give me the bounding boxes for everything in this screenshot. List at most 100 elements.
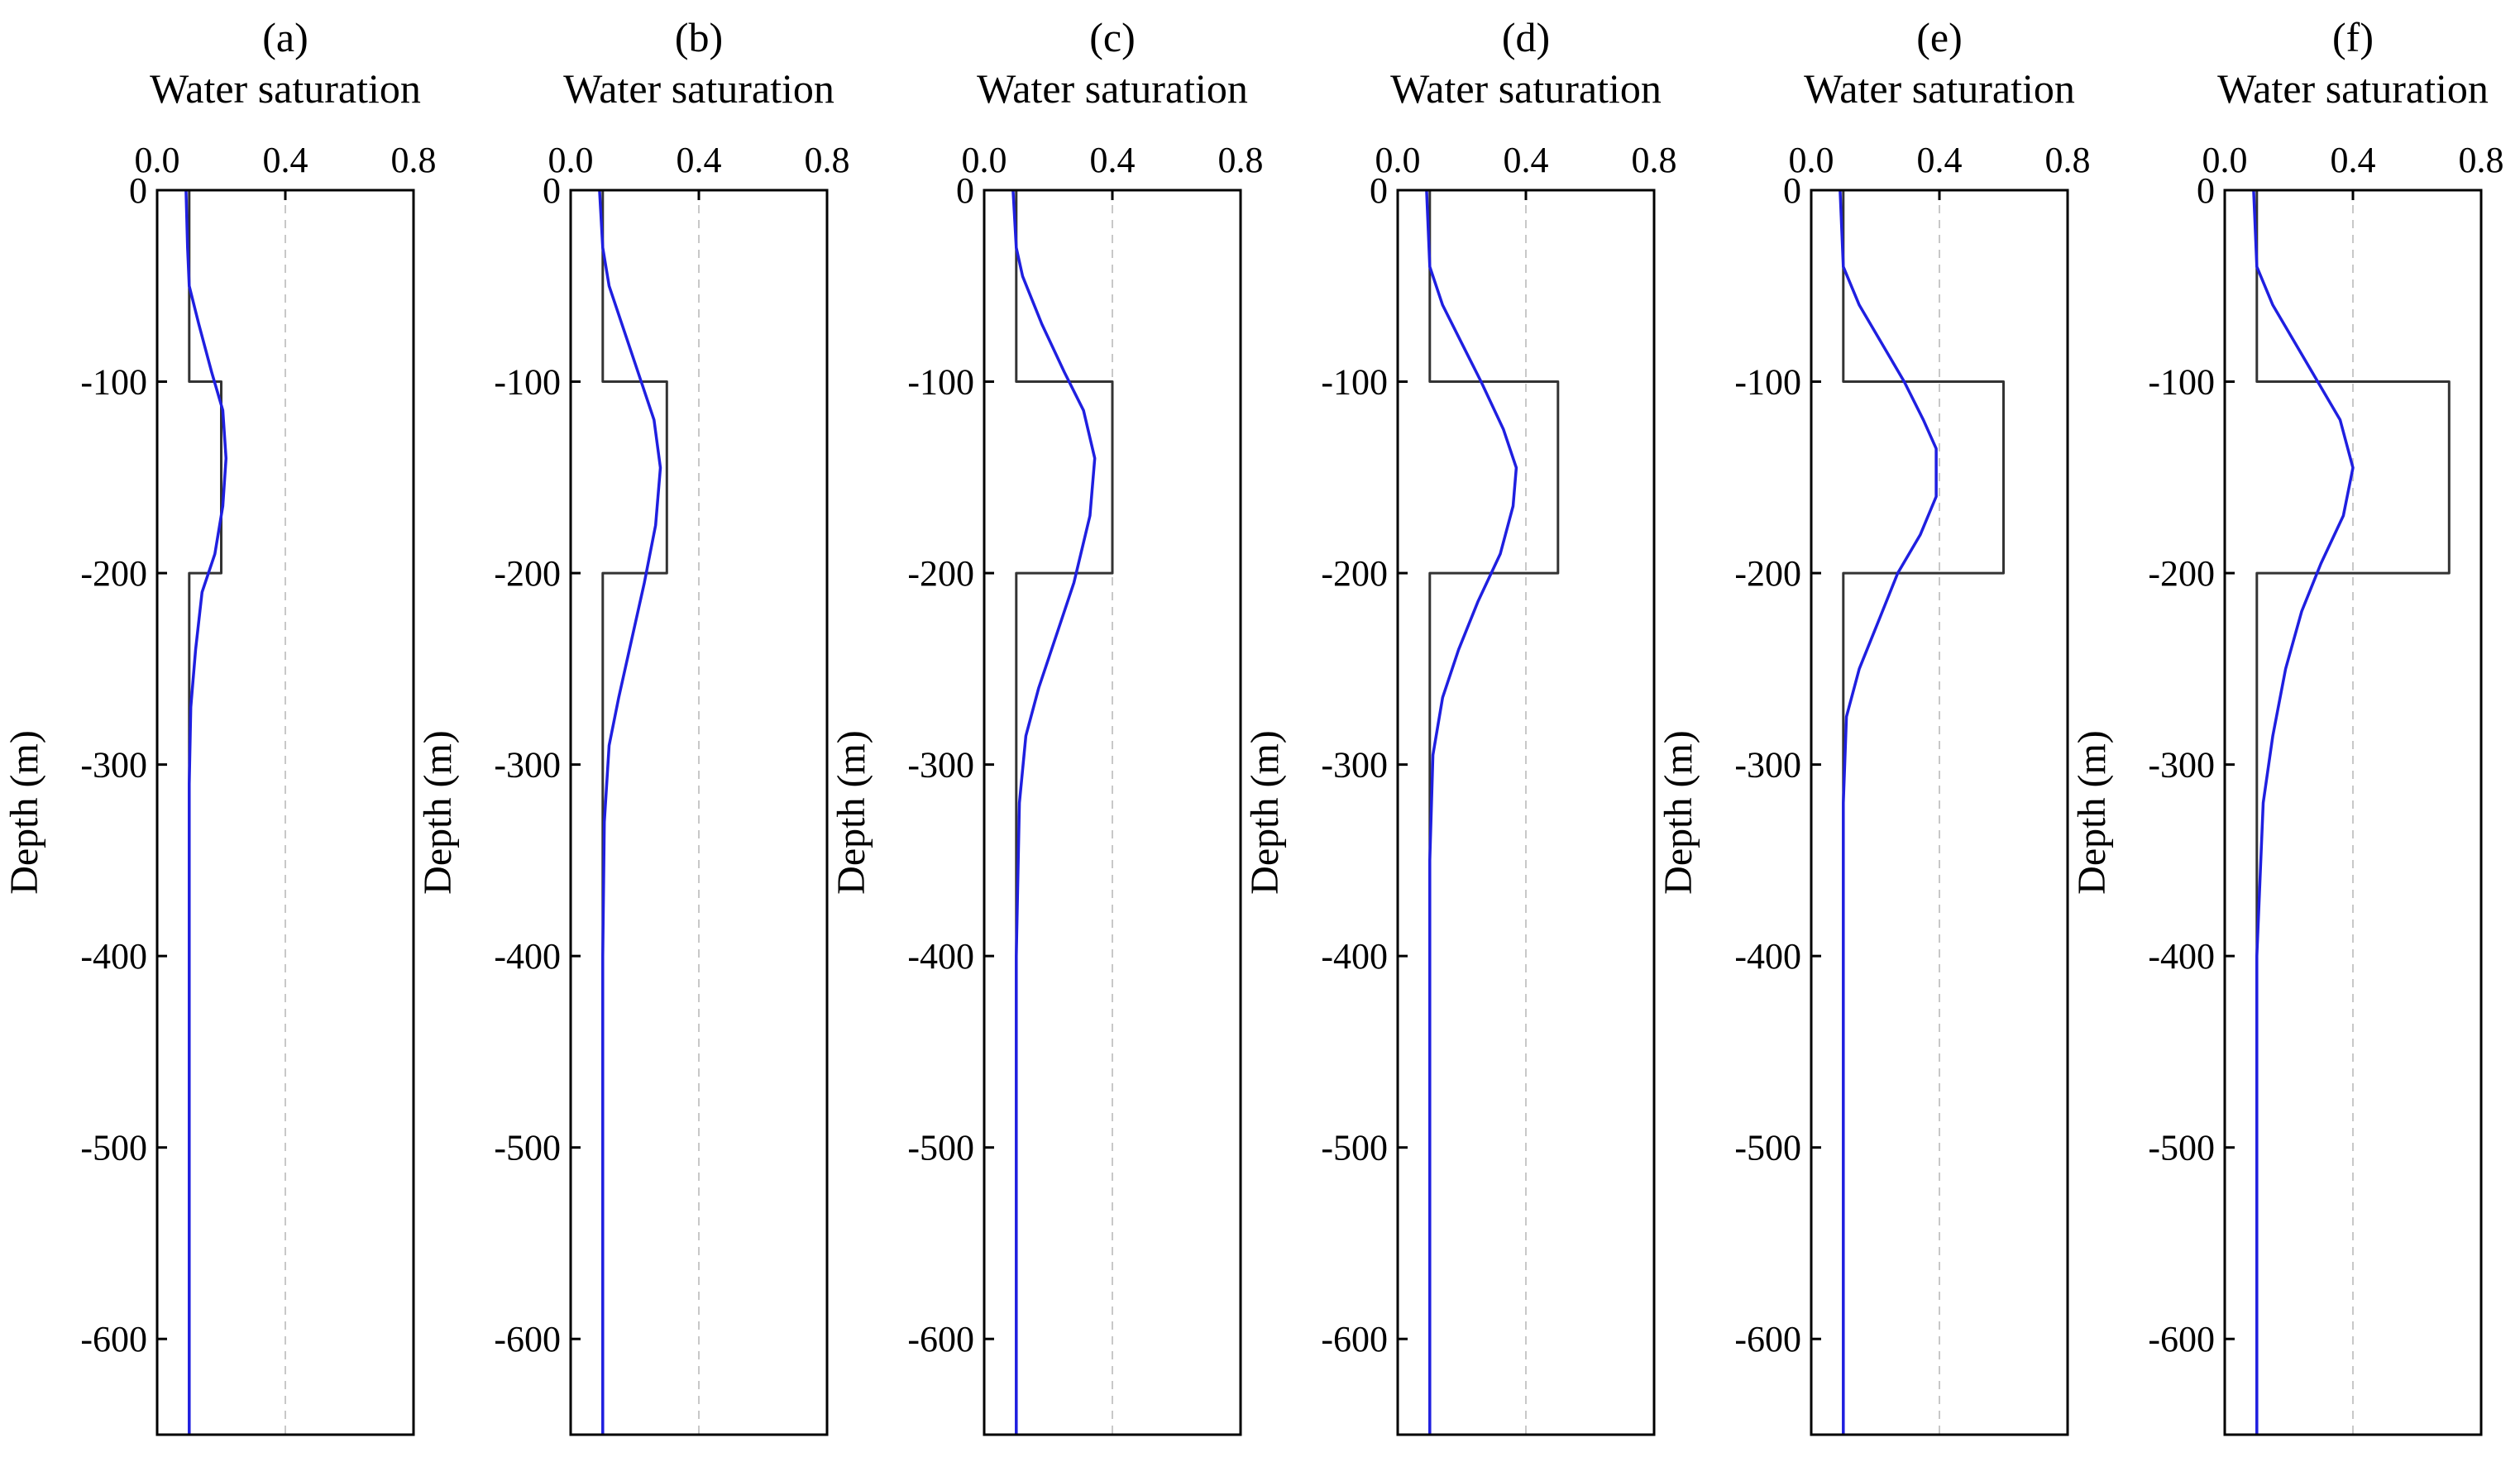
y-tick-label: -600 [80, 1319, 147, 1359]
x-tick-label: 0.8 [391, 140, 437, 180]
y-tick-label: -300 [80, 745, 147, 786]
estimated-saturation-line [184, 189, 228, 1435]
x-tick-label: 0.8 [1218, 140, 1264, 180]
x-tick-label: 0.4 [263, 140, 308, 180]
y-axis-label: Depth (m) [416, 730, 460, 895]
x-axis-label: Water saturation [977, 65, 1248, 112]
y-tick-label: -100 [80, 362, 147, 403]
estimated-saturation-line [598, 189, 662, 1435]
plot-frame [569, 189, 829, 1436]
x-tick-label: 0.8 [1632, 140, 1677, 180]
y-tick-label: -200 [907, 553, 974, 594]
panel-label: (d) [1502, 14, 1550, 60]
estimated-saturation-line [1425, 189, 1518, 1435]
y-tick-label: -300 [2148, 745, 2215, 786]
x-tick-label: 0.0 [2202, 140, 2248, 180]
y-tick-label: 0 [1783, 170, 1801, 211]
y-tick-label: -100 [1734, 362, 1801, 403]
true-saturation-line [601, 190, 668, 1435]
x-tick-label: 0.4 [1090, 140, 1136, 180]
y-tick-label: -400 [907, 936, 974, 977]
x-tick-label: 0.0 [1789, 140, 1834, 180]
y-tick-label: -100 [494, 362, 561, 403]
x-tick-label: 0.8 [805, 140, 850, 180]
x-tick-label: 0.4 [1504, 140, 1549, 180]
y-tick-label: -400 [1321, 936, 1388, 977]
x-axis-label: Water saturation [1390, 65, 1662, 112]
x-tick-label: 0.8 [2459, 140, 2504, 180]
x-axis-label: Water saturation [150, 65, 421, 112]
estimated-saturation-line [1011, 189, 1097, 1435]
plot-frame [155, 189, 415, 1436]
y-tick-label: -600 [1321, 1319, 1388, 1359]
panel-label: (a) [262, 14, 308, 60]
x-tick-label: 0.4 [2331, 140, 2376, 180]
panel-label: (e) [1916, 14, 1963, 60]
true-saturation-line [2255, 190, 2451, 1435]
plot-frame [1810, 189, 2069, 1436]
x-axis-label: Water saturation [2217, 65, 2489, 112]
y-axis-label: Depth (m) [1243, 730, 1287, 895]
true-saturation-line [1015, 190, 1114, 1435]
y-axis-label: Depth (m) [830, 730, 873, 895]
estimated-saturation-line [1839, 189, 1938, 1435]
y-tick-label: -400 [80, 936, 147, 977]
y-tick-label: -400 [494, 936, 561, 977]
y-tick-label: 0 [1370, 170, 1388, 211]
y-tick-label: -500 [2148, 1128, 2215, 1168]
y-tick-label: -100 [1321, 362, 1388, 403]
x-tick-label: 0.8 [2045, 140, 2091, 180]
y-tick-label: -400 [1734, 936, 1801, 977]
x-axis-label: Water saturation [1804, 65, 2075, 112]
y-tick-label: -500 [907, 1128, 974, 1168]
y-tick-label: 0 [129, 170, 147, 211]
plot-frame [983, 189, 1242, 1436]
y-tick-label: -200 [80, 553, 147, 594]
y-axis-label: Depth (m) [2070, 730, 2114, 895]
y-tick-label: -200 [1734, 553, 1801, 594]
y-tick-label: -600 [2148, 1319, 2215, 1359]
x-tick-label: 0.4 [677, 140, 722, 180]
y-axis-label: Depth (m) [2, 730, 46, 895]
y-tick-label: -500 [1321, 1128, 1388, 1168]
x-tick-label: 0.0 [135, 140, 180, 180]
true-saturation-line [1842, 190, 2005, 1435]
y-tick-label: -100 [2148, 362, 2215, 403]
x-tick-label: 0.4 [1917, 140, 1963, 180]
y-tick-label: -300 [1734, 745, 1801, 786]
y-tick-label: -400 [2148, 936, 2215, 977]
y-tick-label: -300 [907, 745, 974, 786]
y-tick-label: -100 [907, 362, 974, 403]
panel-label: (f) [2332, 14, 2374, 60]
true-saturation-line [188, 190, 222, 1435]
y-tick-label: -200 [1321, 553, 1388, 594]
estimated-saturation-line [2252, 189, 2355, 1435]
panel-label: (c) [1089, 14, 1136, 60]
y-tick-label: -200 [2148, 553, 2215, 594]
x-axis-label: Water saturation [563, 65, 834, 112]
y-tick-label: -200 [494, 553, 561, 594]
y-tick-label: -300 [494, 745, 561, 786]
y-tick-label: -600 [1734, 1319, 1801, 1359]
true-saturation-line [1428, 190, 1560, 1435]
y-tick-label: -500 [494, 1128, 561, 1168]
y-tick-label: -600 [907, 1319, 974, 1359]
y-tick-label: -500 [1734, 1128, 1801, 1168]
y-tick-label: -500 [80, 1128, 147, 1168]
x-tick-label: 0.0 [1375, 140, 1421, 180]
panel-label: (b) [675, 14, 723, 60]
plot-frame [2223, 189, 2483, 1436]
y-axis-label: Depth (m) [1657, 730, 1700, 895]
y-tick-label: -300 [1321, 745, 1388, 786]
y-tick-label: 0 [956, 170, 974, 211]
x-tick-label: 0.0 [962, 140, 1007, 180]
x-tick-label: 0.0 [548, 140, 594, 180]
